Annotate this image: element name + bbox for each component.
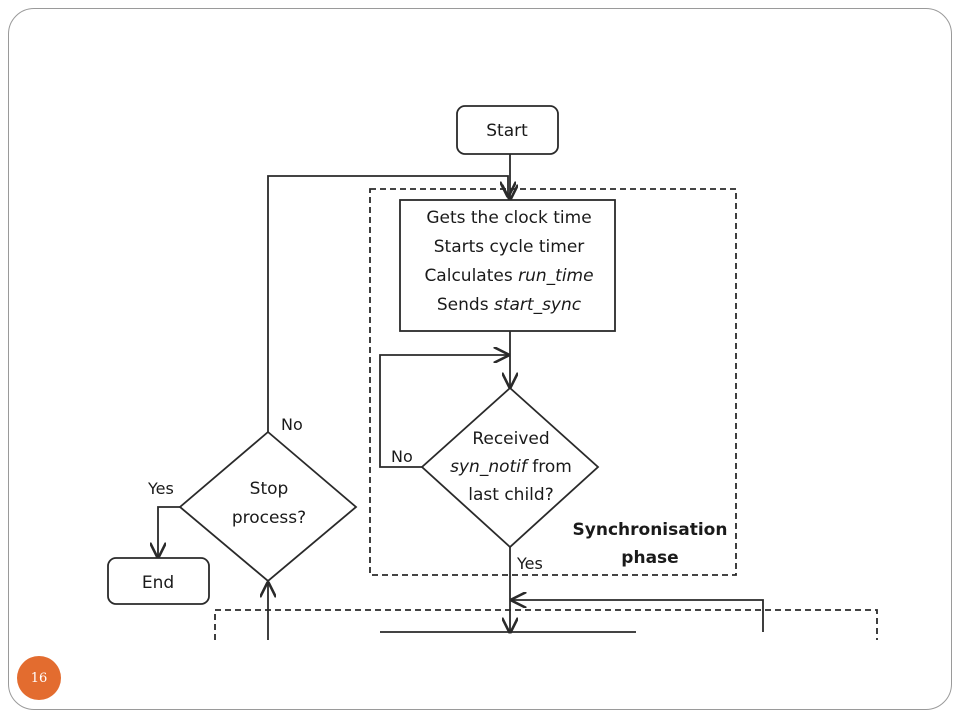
received-line-1: Received xyxy=(472,429,549,449)
stop-no-label: No xyxy=(281,415,303,434)
start-node: Start xyxy=(456,105,559,155)
page-number-badge: 16 xyxy=(17,656,61,700)
process-line-4: Sends start_sync xyxy=(437,295,582,315)
synchronisation-phase-group xyxy=(369,188,737,576)
group-label-line-1: Synchronisation xyxy=(573,520,728,540)
end-node: End xyxy=(107,557,210,605)
arrow-stop-no-loop xyxy=(267,175,508,432)
process-line-3: Calculates run_time xyxy=(424,266,593,286)
arrow-stop-yes xyxy=(158,506,180,557)
stop-line-2: process? xyxy=(232,508,306,528)
received-line-3: last child? xyxy=(468,485,553,505)
group-label-line-2: phase xyxy=(621,548,678,568)
process-box: Gets the clock time Starts cycle timer C… xyxy=(399,199,616,332)
arrow-received-no-loop xyxy=(379,355,508,468)
start-label: Start xyxy=(486,121,528,141)
process-line-2: Starts cycle timer xyxy=(434,237,585,257)
arrow-return-loop xyxy=(512,600,764,632)
stop-yes-label: Yes xyxy=(147,479,174,498)
stop-line-1: Stop xyxy=(250,479,289,499)
received-no-label: No xyxy=(391,447,413,466)
next-phase-group xyxy=(214,609,878,640)
received-line-2: syn_notif from xyxy=(450,457,572,477)
end-label: End xyxy=(142,573,174,593)
received-decision: Received syn_notif from last child? xyxy=(420,386,600,549)
received-yes-label: Yes xyxy=(516,554,543,573)
process-line-1: Gets the clock time xyxy=(426,208,591,228)
stop-decision: Stop process? xyxy=(178,430,358,583)
